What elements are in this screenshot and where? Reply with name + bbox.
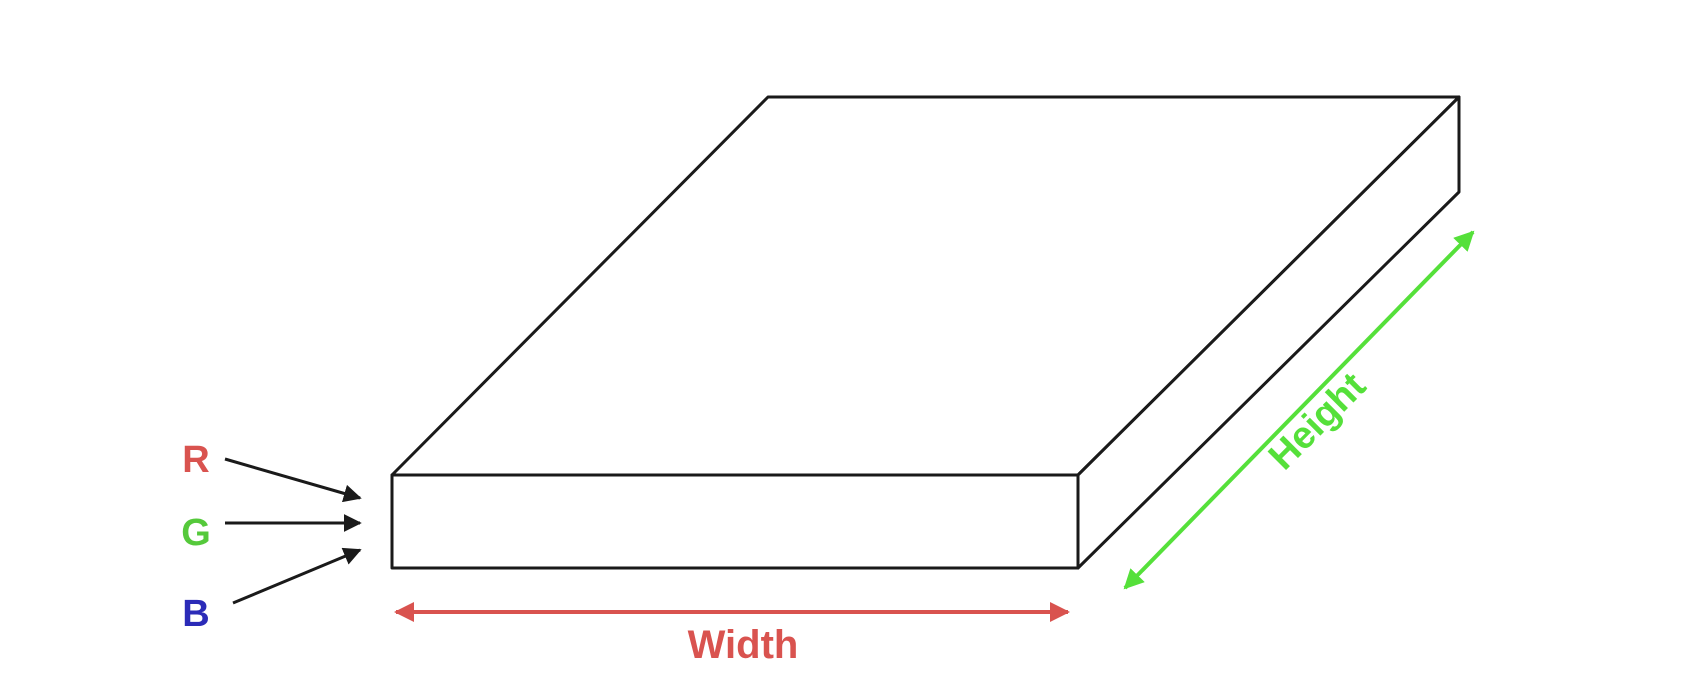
- height-label: Height: [1261, 365, 1375, 479]
- b-channel-arrow: [232, 547, 362, 605]
- r-channel-arrow: [224, 457, 362, 503]
- width-label: Width: [688, 623, 799, 667]
- height-arrow: [1123, 230, 1475, 590]
- channel-arrows: [224, 457, 362, 605]
- slab: [390, 95, 1461, 570]
- b-channel-label: B: [182, 593, 209, 635]
- r-channel-label: R: [182, 439, 209, 481]
- g-channel-label: G: [181, 512, 211, 554]
- slab-front-face: [390, 473, 1080, 570]
